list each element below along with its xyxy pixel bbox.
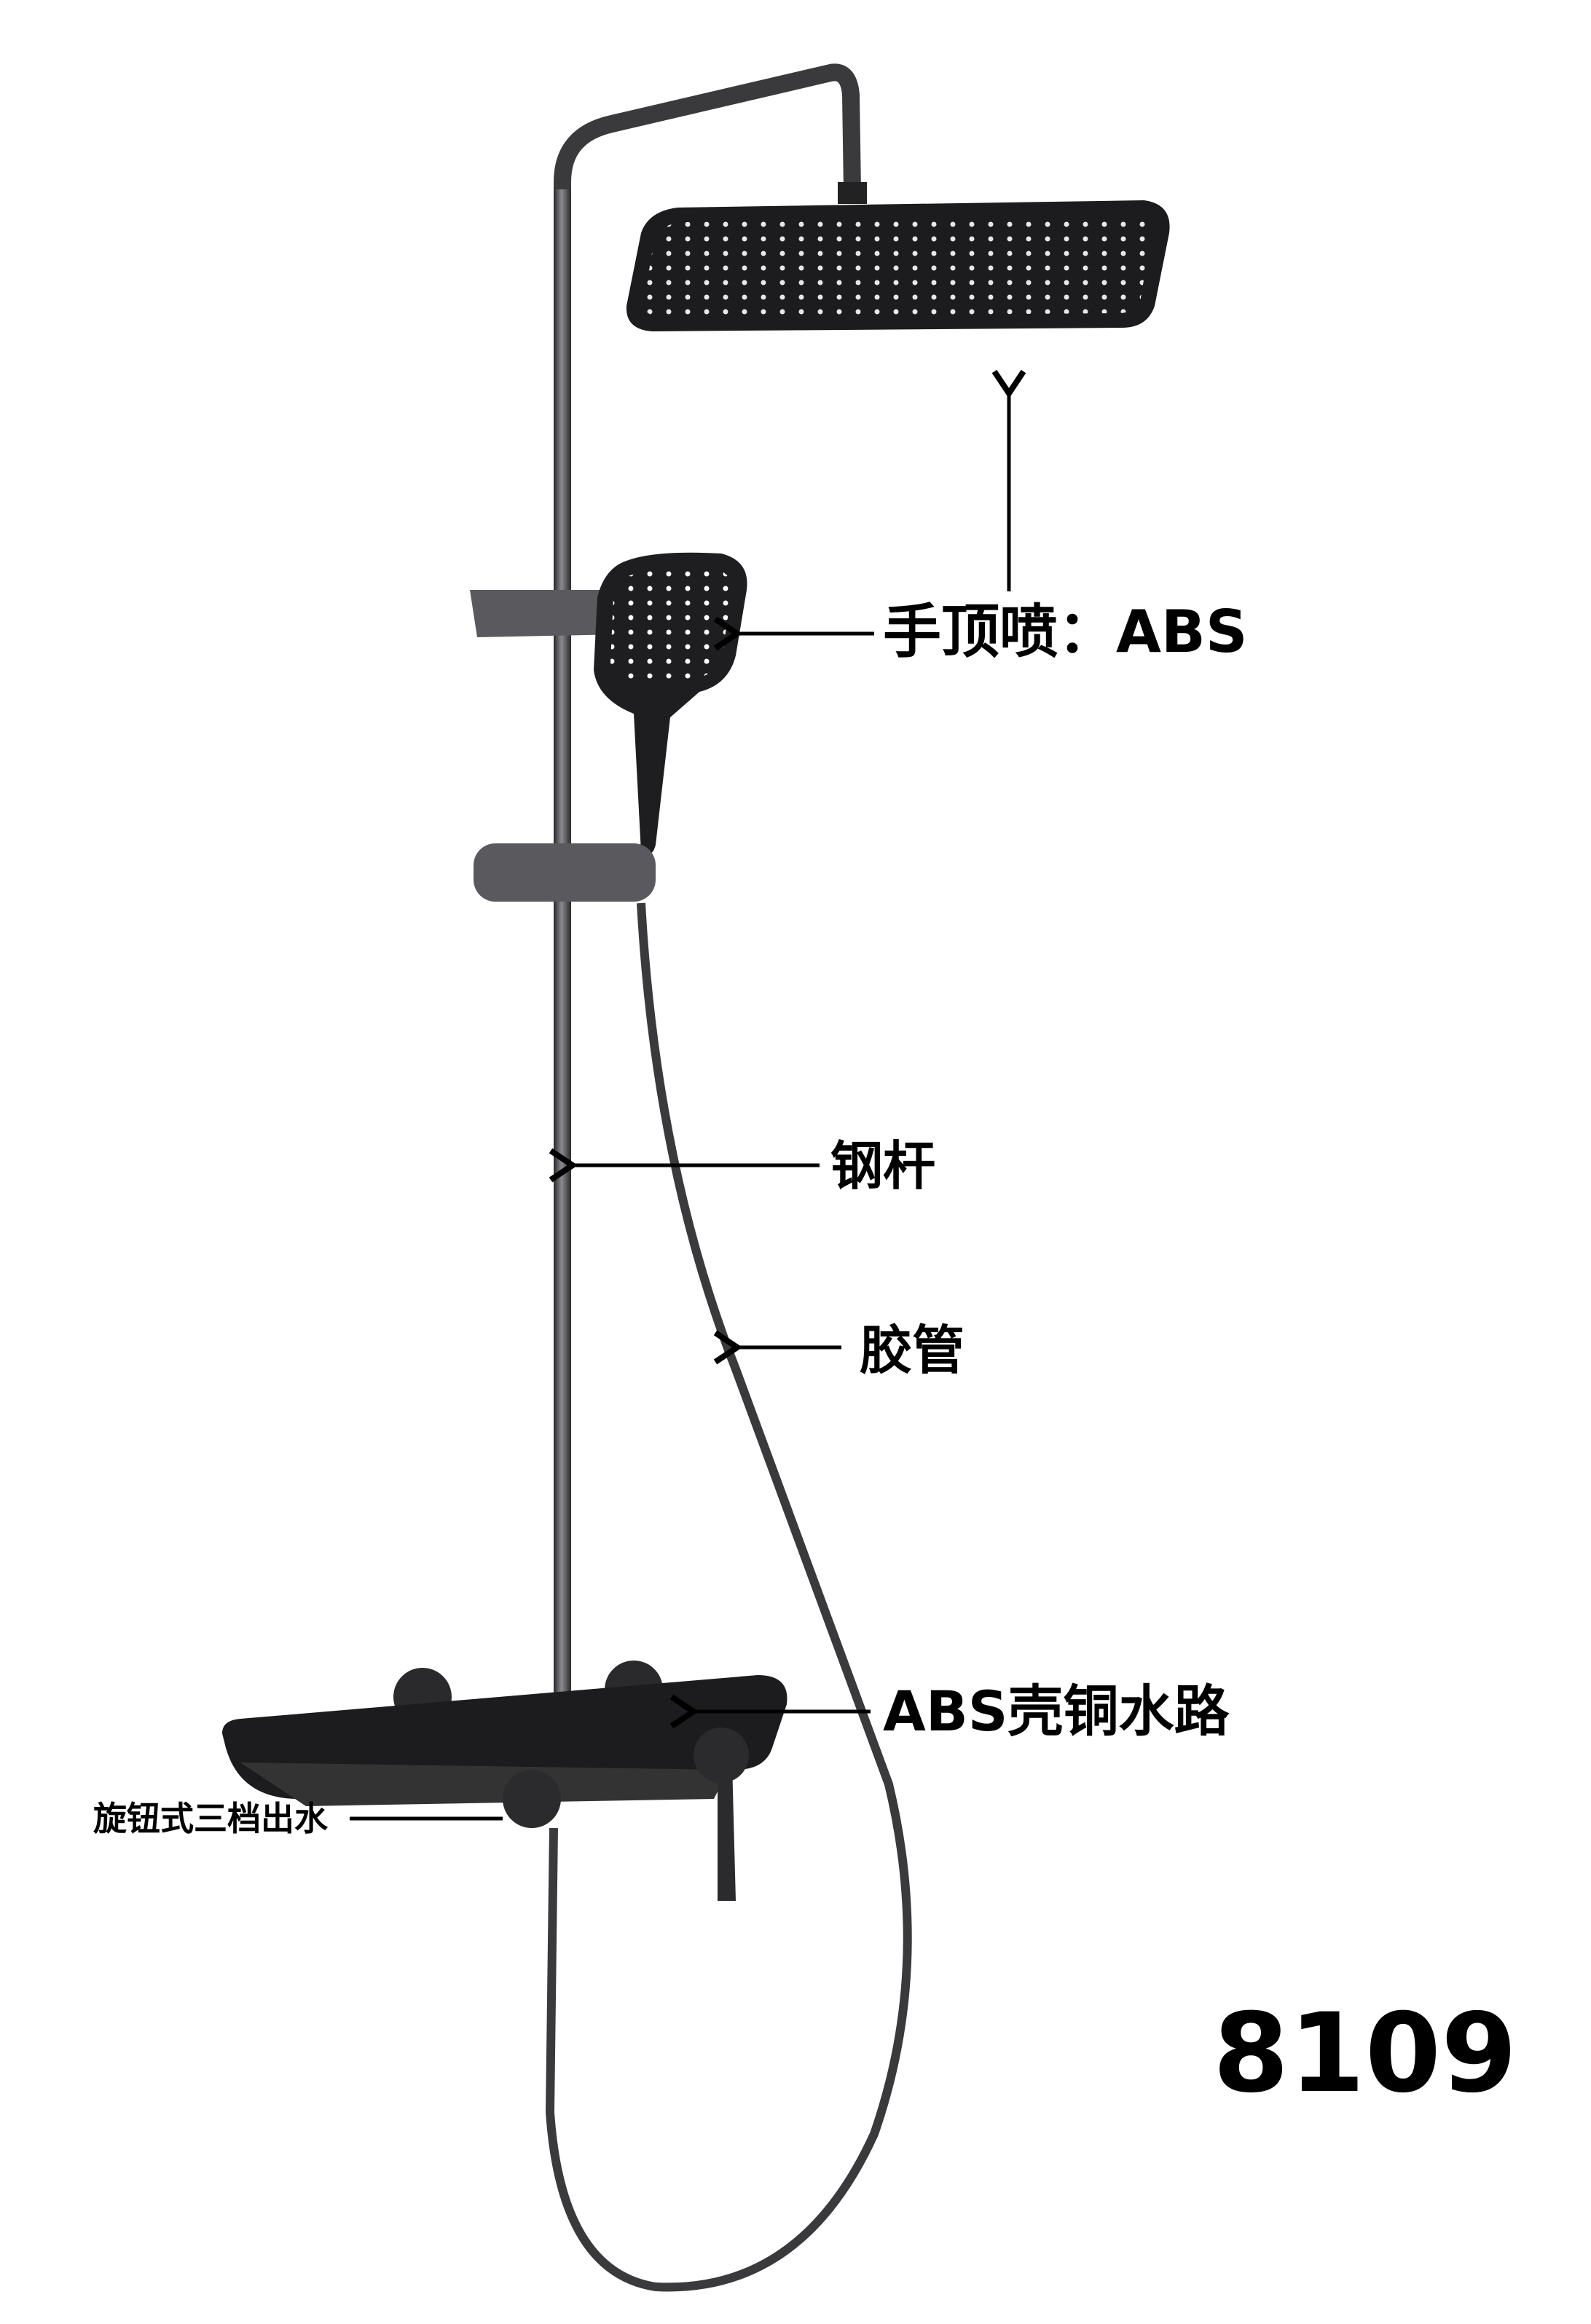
shelf-mixer [222, 1661, 787, 1901]
mixer-lever [718, 1762, 736, 1901]
hand-shower-holder [474, 843, 656, 902]
label-hose: 胶管 [860, 1320, 965, 1381]
overhead-shower-head [626, 182, 1170, 331]
label-hand-top-spray: 手顶喷：ABS [883, 598, 1248, 666]
hose [545, 902, 912, 2292]
diverter-knob [503, 1770, 561, 1828]
hand-shower [594, 552, 747, 855]
steel-rod [554, 189, 571, 1697]
label-steel-rod: 钢杆 [830, 1135, 936, 1197]
model-number: 8109 [1213, 1990, 1517, 2117]
riser-pipe [554, 63, 861, 1697]
label-abs-shell: ABS壳铜水路 [883, 1679, 1230, 1744]
label-knob: 旋钮式三档出水 [93, 1799, 328, 1838]
